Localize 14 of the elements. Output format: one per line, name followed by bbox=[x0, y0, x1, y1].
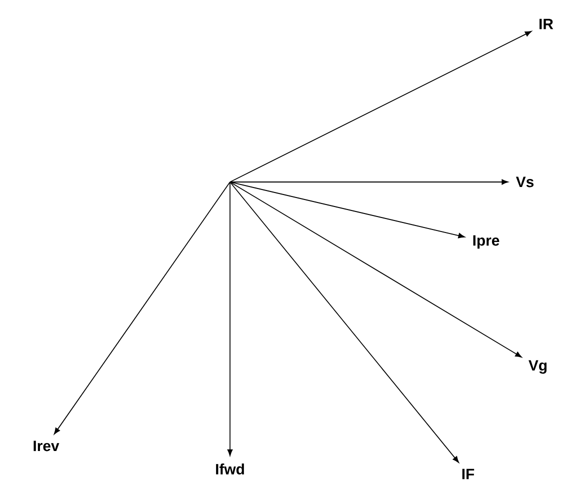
arrow bbox=[54, 182, 230, 434]
phasor-label: Ipre bbox=[473, 235, 500, 249]
phasor-label: Irev bbox=[34, 440, 60, 452]
phasor-label: IF bbox=[462, 468, 474, 480]
arrow bbox=[230, 182, 522, 358]
phasor-label: Vg bbox=[528, 360, 547, 374]
phasor-label: Ifwd bbox=[216, 464, 244, 474]
arrow bbox=[227, 182, 233, 456]
arrow bbox=[230, 182, 465, 238]
arrow bbox=[230, 30, 532, 182]
arrow bbox=[230, 182, 459, 463]
phasor-label: IR bbox=[540, 18, 554, 30]
phasor-label: Vs bbox=[516, 176, 534, 188]
arrow bbox=[230, 179, 508, 185]
